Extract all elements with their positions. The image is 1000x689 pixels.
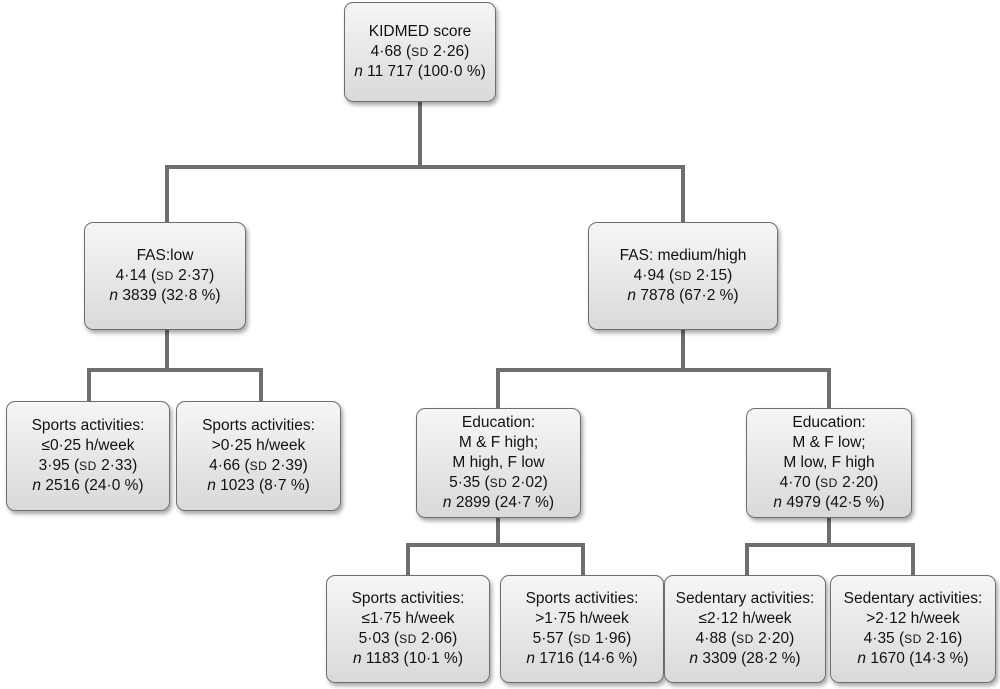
node-condition: M high, F low: [452, 454, 545, 471]
node-sedentary-a: Sedentary activities: ≤2·12 h/week 4·88 …: [664, 575, 826, 683]
node-label: Sedentary activities:: [675, 590, 815, 607]
node-condition: >1·75 h/week: [535, 610, 629, 627]
node-n: n 3839 (32·8 %): [109, 287, 221, 304]
node-education-high: Education: M & F high; M high, F low 5·3…: [416, 408, 581, 518]
node-n: n 2899 (24·7 %): [442, 494, 555, 511]
node-label: Sedentary activities:: [843, 590, 983, 607]
node-sports-edu-a: Sports activities: ≤1·75 h/week 5·03 (SD…: [326, 575, 490, 683]
node-mean-sd: 3·95 (SD 2·33): [38, 457, 138, 474]
node-label: FAS:low: [136, 247, 194, 264]
node-label: Sports activities:: [31, 417, 145, 434]
node-n: n 11 717 (100·0 %): [354, 63, 486, 80]
node-n: n 1023 (8·7 %): [207, 477, 310, 494]
node-fas-low: FAS:low 4·14 (SD 2·37) n 3839 (32·8 %): [84, 222, 246, 330]
node-condition: M & F low;: [792, 434, 866, 451]
node-condition: ≤1·75 h/week: [361, 610, 455, 627]
node-mean-sd: 4·88 (SD 2·20): [695, 630, 795, 647]
node-label: Sports activities:: [202, 417, 315, 434]
node-condition: M & F high;: [458, 434, 539, 451]
node-label: FAS: medium/high: [619, 247, 747, 264]
node-mean-sd: 4·94 (SD 2·15): [633, 267, 733, 284]
node-mean-sd: 4·35 (SD 2·16): [863, 630, 963, 647]
node-condition: M low, F high: [783, 454, 875, 471]
node-fas-medium-high: FAS: medium/high 4·94 (SD 2·15) n 7878 (…: [588, 222, 778, 330]
node-label: Education:: [792, 414, 866, 431]
node-label: Education:: [461, 414, 536, 431]
node-sedentary-b: Sedentary activities: >2·12 h/week 4·35 …: [830, 575, 996, 683]
node-n: n 1716 (14·6 %): [526, 650, 638, 667]
node-label: Sports activities:: [351, 590, 465, 607]
node-n: n 2516 (24·0 %): [32, 477, 144, 494]
node-mean-sd: 4·70 (SD 2·20): [779, 474, 879, 491]
node-education-low: Education: M & F low; M low, F high 4·70…: [746, 408, 912, 518]
node-sports-low-b: Sports activities: >0·25 h/week 4·66 (SD…: [176, 401, 341, 511]
node-n: n 4979 (42·5 %): [773, 494, 885, 511]
node-mean-sd: 5·35 (SD 2·02): [449, 474, 548, 491]
node-sports-edu-b: Sports activities: >1·75 h/week 5·57 (SD…: [500, 575, 664, 683]
node-condition: ≤2·12 h/week: [698, 610, 792, 627]
node-condition: >2·12 h/week: [866, 610, 960, 627]
node-condition: ≤0·25 h/week: [41, 437, 135, 454]
node-n: n 7878 (67·2 %): [627, 287, 739, 304]
node-n: n 1670 (14·3 %): [857, 650, 969, 667]
node-mean-sd: 4·66 (SD 2·39): [209, 457, 308, 474]
node-mean-sd: 5·57 (SD 1·96): [532, 630, 632, 647]
node-kidmed-score: KIDMED score 4·68 (SD 2·26) n 11 717 (10…: [344, 2, 496, 102]
node-mean-sd: 5·03 (SD 2·06): [358, 630, 458, 647]
node-n: n 3309 (28·2 %): [689, 650, 801, 667]
node-sports-low-a: Sports activities: ≤0·25 h/week 3·95 (SD…: [6, 401, 170, 511]
node-mean-sd: 4·14 (SD 2·37): [115, 267, 215, 284]
node-mean-sd: 4·68 (SD 2·26): [370, 43, 470, 60]
node-label: KIDMED score: [368, 23, 472, 40]
node-condition: >0·25 h/week: [211, 437, 306, 454]
node-n: n 1183 (10·1 %): [352, 650, 464, 667]
node-label: Sports activities:: [525, 590, 639, 607]
